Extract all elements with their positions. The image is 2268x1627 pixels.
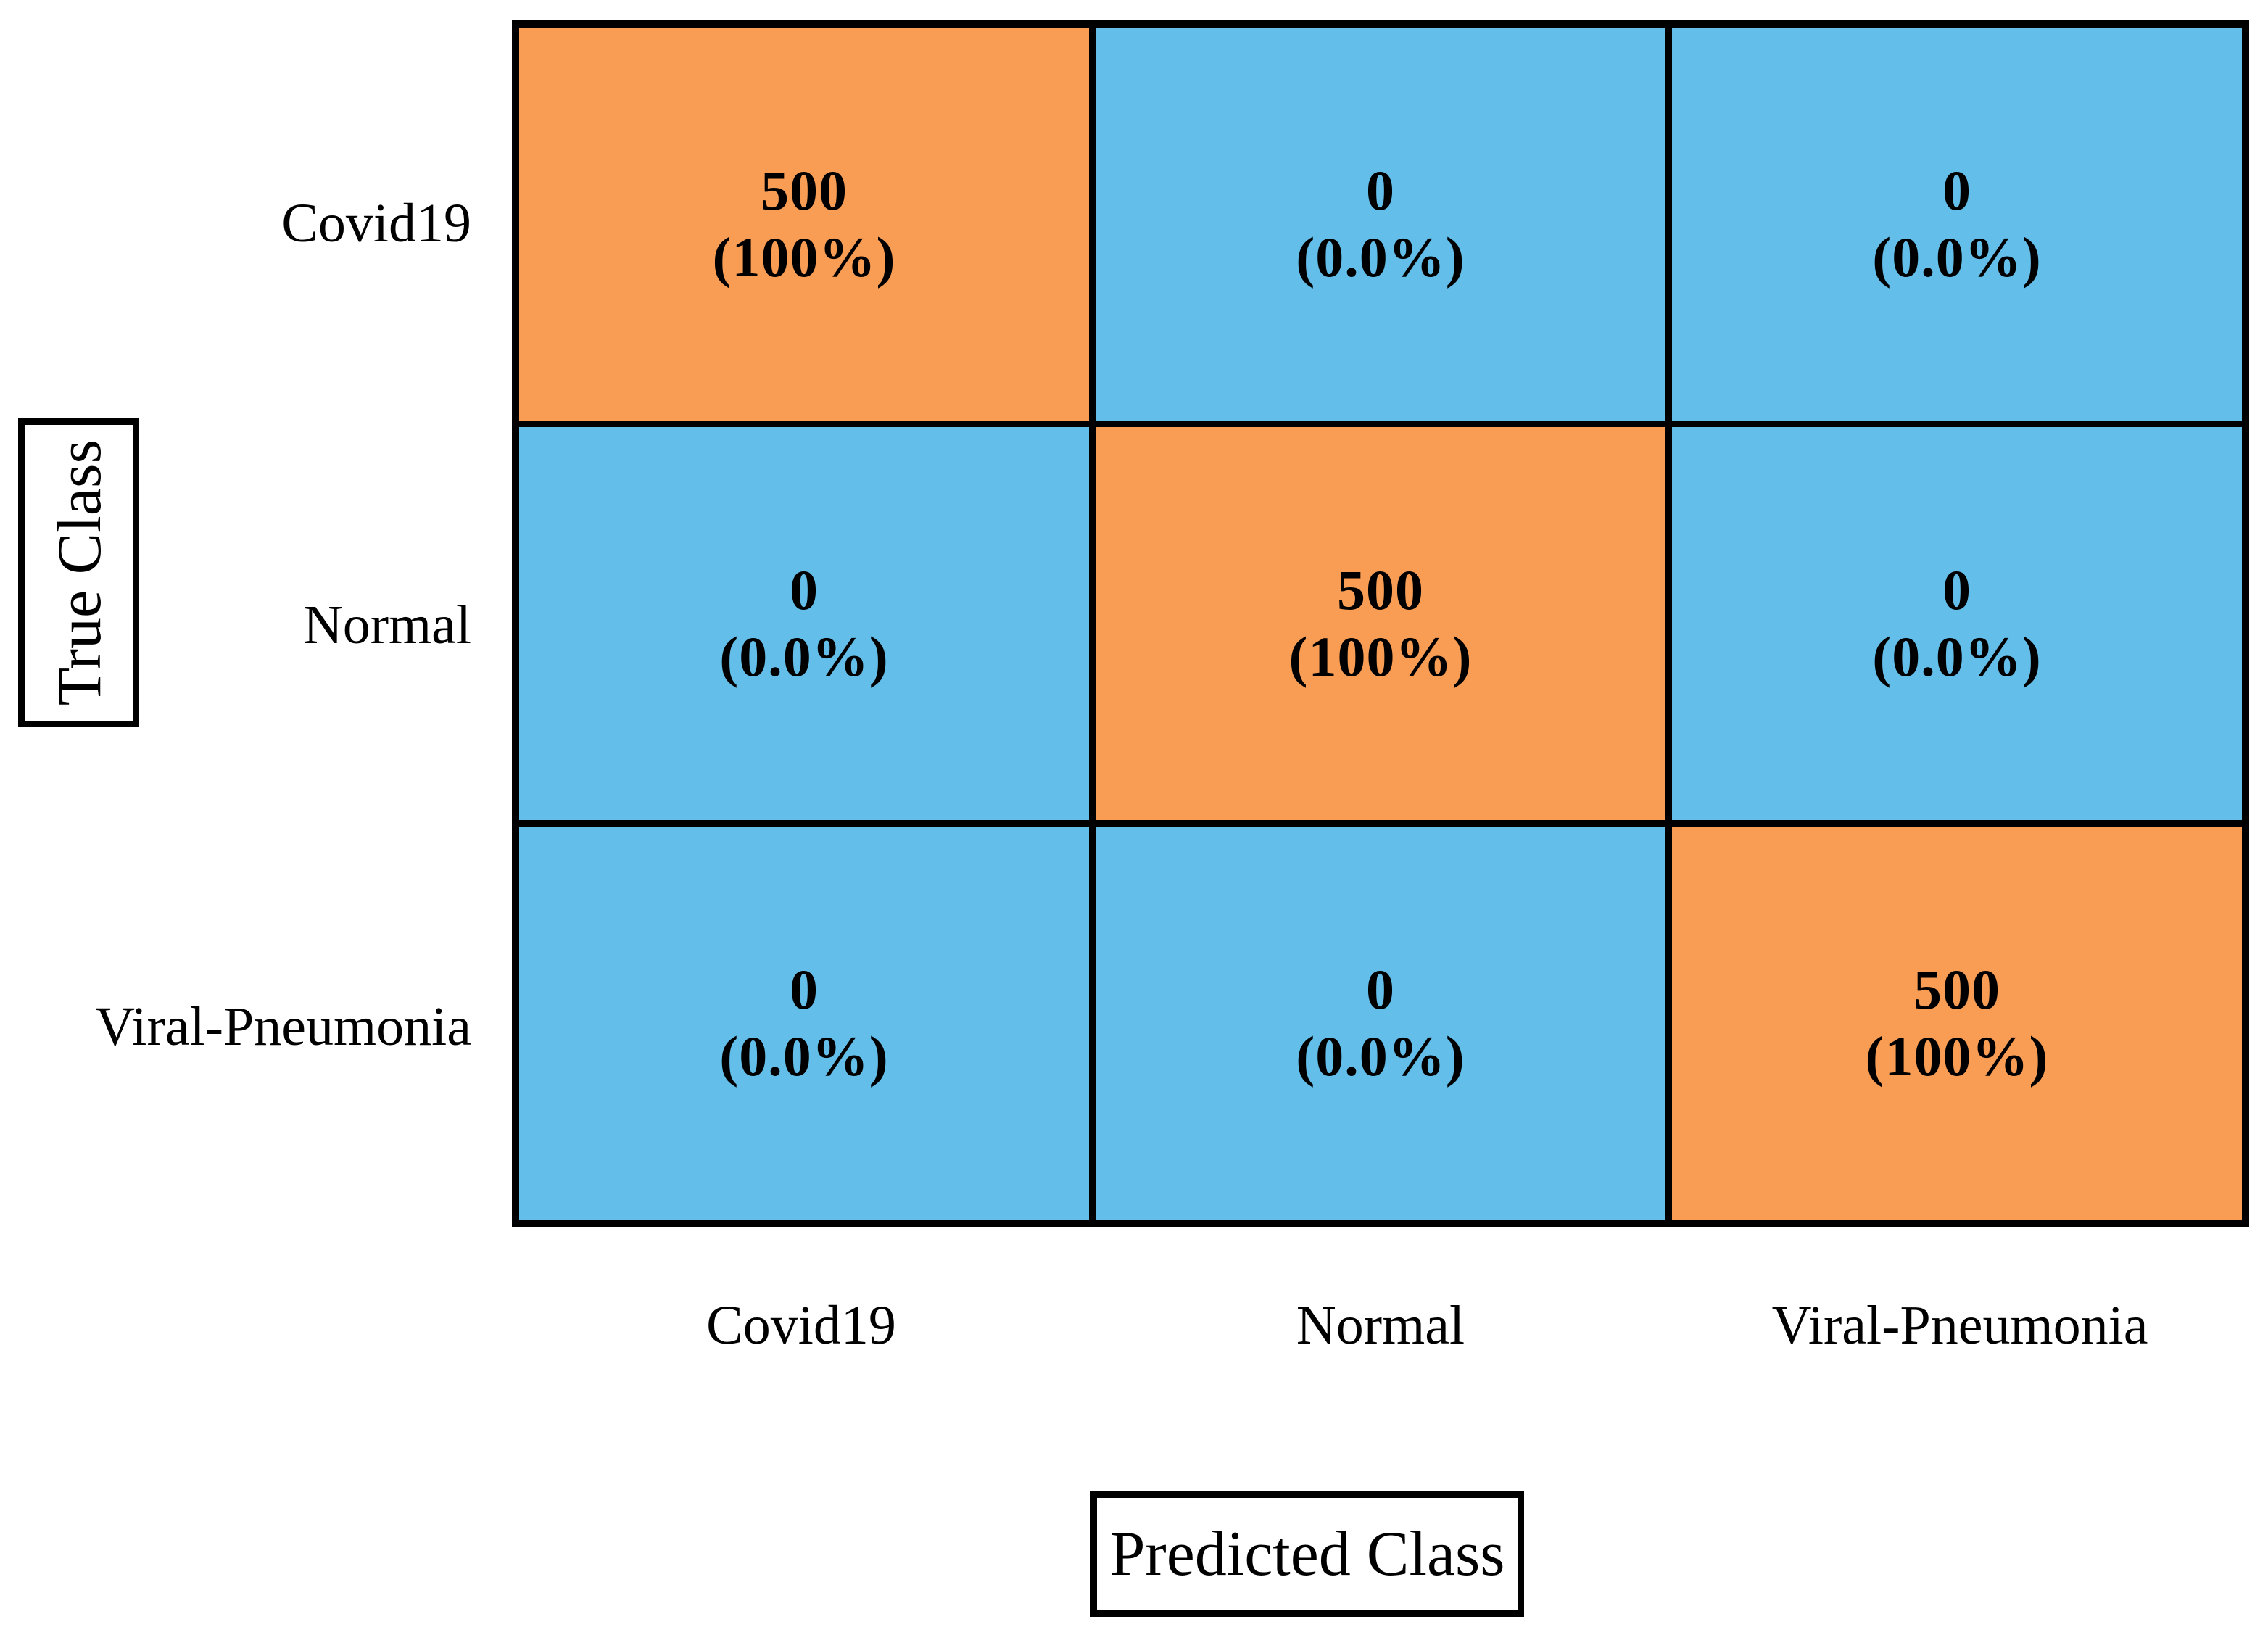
cell-r2c2: 500 (100%): [1096, 427, 1665, 820]
cell-percent: (0.0%): [1296, 225, 1465, 289]
y-tick-label-normal: Normal: [302, 594, 471, 655]
x-tick-label-normal: Normal: [1296, 1294, 1465, 1356]
confusion-matrix-grid: 500 (100%) 0 (0.0%) 0 (0.0%) 0 (0.0%) 50…: [512, 20, 2249, 1227]
x-axis-title-box: Predicted Class: [1090, 1491, 1524, 1617]
cell-r3c1: 0 (0.0%): [519, 827, 1089, 1220]
cell-value: 500: [1337, 558, 1424, 621]
cell-value: 0: [790, 957, 819, 1021]
cell-percent: (100%): [1288, 625, 1473, 688]
cell-r2c1: 0 (0.0%): [519, 427, 1089, 820]
cell-r3c3: 500 (100%): [1672, 827, 2242, 1220]
cell-percent: (0.0%): [719, 1024, 889, 1088]
cell-percent: (100%): [712, 225, 896, 289]
cell-r2c3: 0 (0.0%): [1672, 427, 2242, 820]
cell-percent: (0.0%): [1872, 225, 2042, 289]
x-axis-title: Predicted Class: [1109, 1518, 1505, 1589]
cell-value: 0: [790, 558, 819, 621]
cell-r1c2: 0 (0.0%): [1096, 28, 1665, 421]
cell-value: 0: [1366, 957, 1395, 1021]
x-tick-label-covid19: Covid19: [706, 1294, 896, 1356]
cell-value: 0: [1366, 158, 1395, 222]
y-tick-label-viral-pneumonia: Viral-Pneumonia: [95, 995, 471, 1057]
cell-value: 500: [1913, 957, 2000, 1021]
y-tick-label-covid19: Covid19: [281, 192, 471, 254]
cell-value: 500: [761, 158, 848, 222]
cell-r1c1: 500 (100%): [519, 28, 1089, 421]
y-axis-title-box: True Class: [18, 418, 139, 727]
cell-value: 0: [1942, 158, 1971, 222]
cell-r3c2: 0 (0.0%): [1096, 827, 1665, 1220]
cell-percent: (0.0%): [1296, 1024, 1465, 1088]
cell-value: 0: [1942, 558, 1971, 621]
cell-percent: (0.0%): [719, 625, 889, 688]
cell-percent: (100%): [1865, 1024, 2049, 1088]
cell-r1c3: 0 (0.0%): [1672, 28, 2242, 421]
cell-percent: (0.0%): [1872, 625, 2042, 688]
x-tick-label-viral-pneumonia: Viral-Pneumonia: [1771, 1294, 2148, 1356]
